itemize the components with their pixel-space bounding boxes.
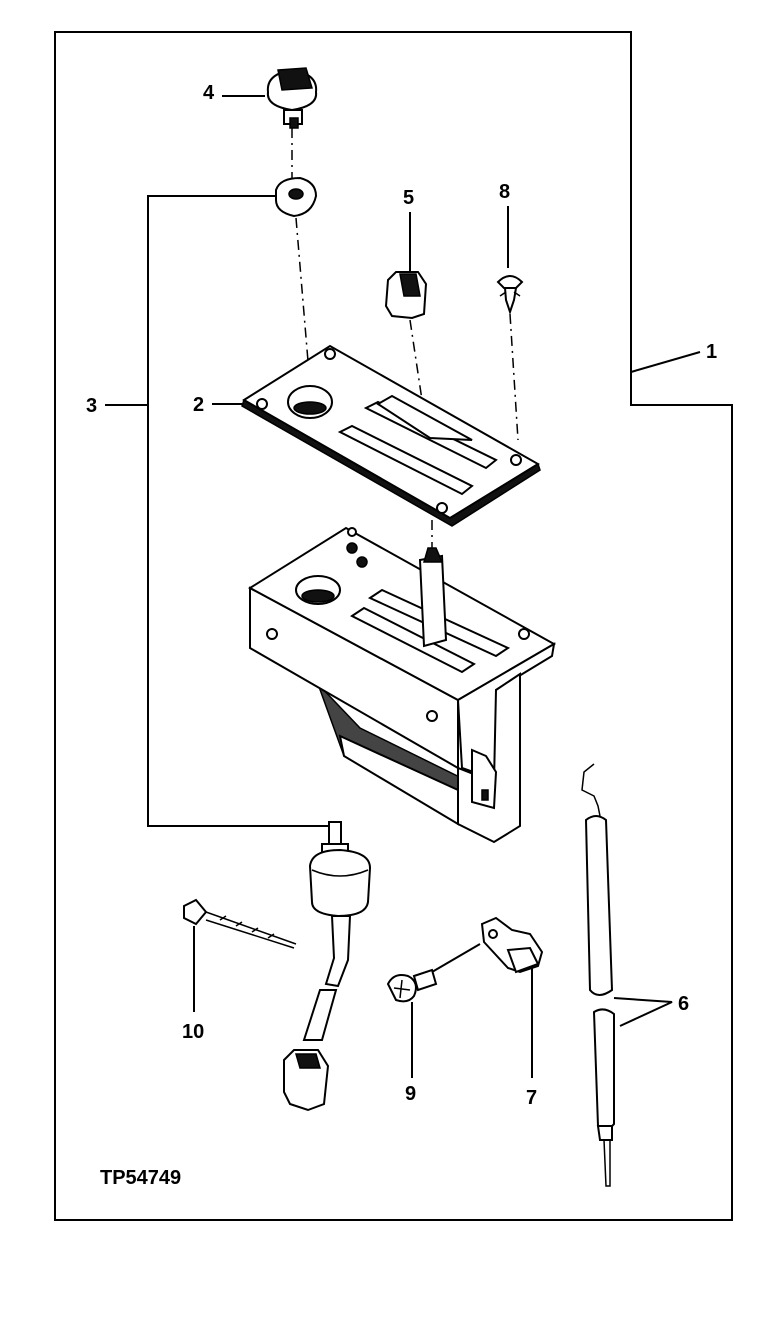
- callout-5: 5: [403, 187, 414, 209]
- callout-10: 10: [182, 1021, 204, 1043]
- lever-knob-axis-line: [409, 319, 429, 441]
- clip-part: [480, 916, 544, 974]
- callout-8: 8: [499, 181, 510, 203]
- callout-9: 9: [405, 1083, 416, 1105]
- kit-boundary-outline: [54, 31, 733, 1221]
- control-cable-part: [581, 763, 615, 1187]
- callout-6: 6: [678, 993, 689, 1015]
- item-1-leader: [630, 351, 701, 373]
- switch-harness-part: [283, 821, 372, 1112]
- clip-to-screw-leader: [431, 943, 481, 973]
- callout-4: 4: [203, 82, 215, 104]
- cable-tie-part: [183, 898, 297, 949]
- item-6-leader: [613, 997, 673, 1027]
- figure-id: TP54749: [100, 1167, 181, 1189]
- lever-knob-part: [384, 271, 428, 320]
- callout-2: 2: [193, 394, 204, 416]
- push-rivet-part: [496, 275, 524, 316]
- spacer-axis-line: [295, 217, 311, 386]
- callout-1: 1: [706, 341, 717, 363]
- callout-7: 7: [526, 1087, 537, 1109]
- cover-plate-part: [241, 344, 541, 527]
- spacer-part: [275, 176, 318, 218]
- item-3-bracket: [147, 195, 330, 827]
- rivet-axis-line: [509, 313, 519, 441]
- screw-part: [386, 968, 438, 1003]
- knob-part: [266, 67, 318, 129]
- callout-3: 3: [86, 395, 97, 417]
- console-body-part: [248, 526, 557, 844]
